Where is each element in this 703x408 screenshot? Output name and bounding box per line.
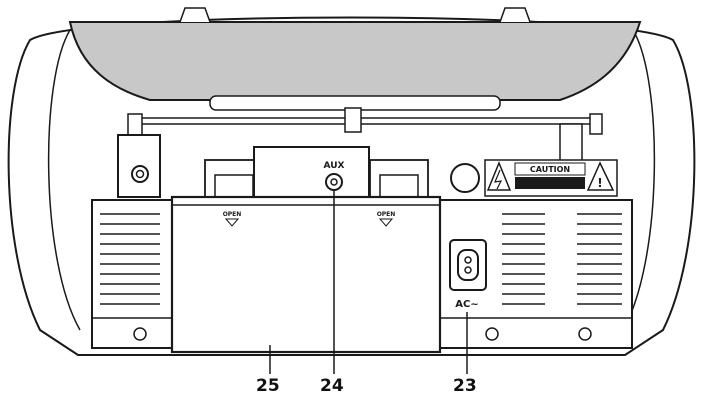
open-label-right: OPEN: [377, 211, 396, 218]
warning-triangle-right-icon: [586, 161, 615, 191]
caution-fine-print: [515, 177, 585, 189]
ac-label: AC~: [455, 299, 478, 310]
top-handle-left: [179, 7, 211, 23]
right-speaker-grille: [502, 213, 622, 305]
top-lid: [68, 21, 642, 101]
open-label-left: OPEN: [223, 211, 242, 218]
caution-label: ! CAUTION: [484, 159, 618, 197]
callout-24: 24: [320, 376, 344, 396]
warning-triangle-left-icon: [486, 161, 512, 191]
ac-socket: [449, 239, 487, 291]
svg-text:!: !: [597, 176, 602, 190]
open-arrow-right-icon: [378, 218, 394, 227]
antenna-mount: [117, 134, 161, 198]
aux-label: AUX: [324, 161, 345, 171]
battery-cover: OPEN OPEN: [170, 195, 442, 354]
caution-text: CAUTION: [530, 165, 570, 174]
callout-25: 25: [256, 376, 280, 396]
callout-23: 23: [453, 376, 477, 396]
top-handle-right: [499, 7, 531, 23]
round-knob: [450, 163, 480, 193]
battery-clip-right: [369, 159, 429, 201]
lightning-icon: [494, 169, 503, 190]
left-speaker-grille: [100, 213, 160, 305]
aux-jack: [325, 173, 343, 191]
aux-panel: [253, 146, 370, 198]
right-side-curve: [622, 29, 656, 331]
left-side-curve: [47, 29, 81, 331]
open-arrow-left-icon: [224, 218, 240, 227]
